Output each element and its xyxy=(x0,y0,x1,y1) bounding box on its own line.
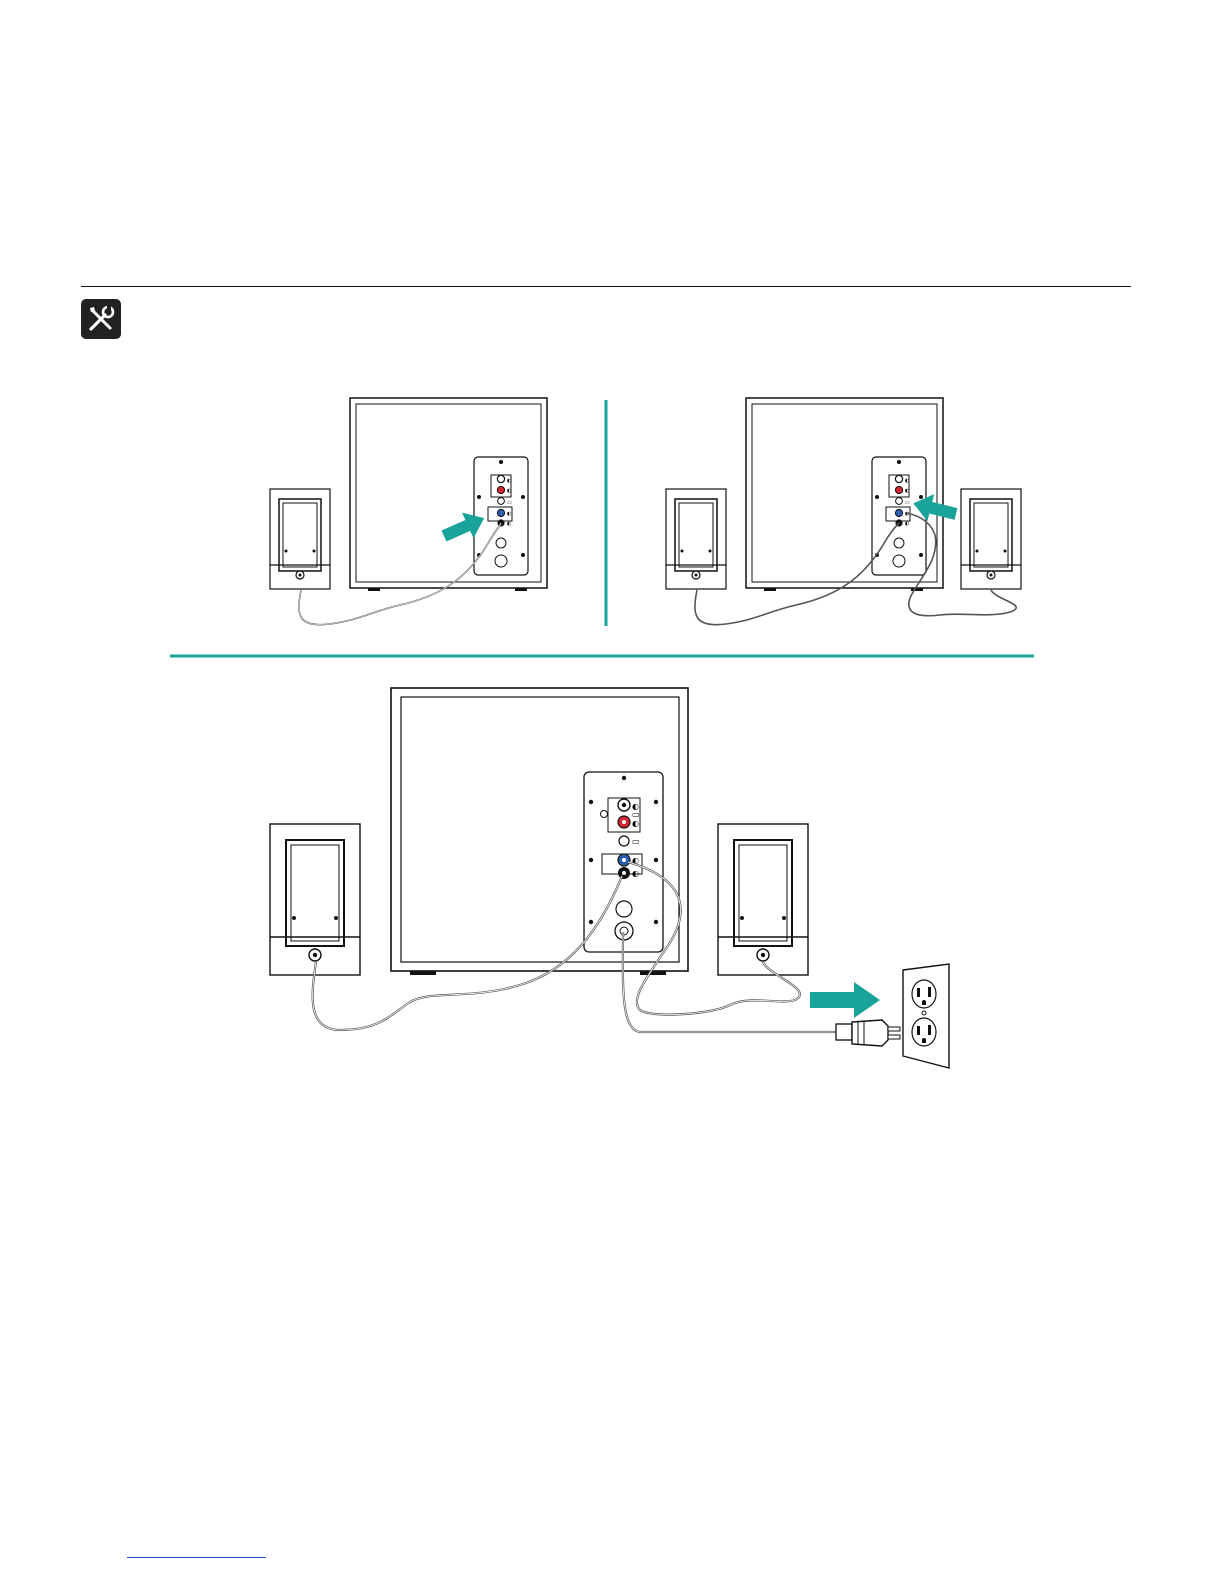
right-satellite xyxy=(961,489,1021,589)
left-satellite xyxy=(270,824,360,975)
teal-arrow-icon xyxy=(810,982,880,1018)
right-satellite xyxy=(718,824,808,975)
step-3-plug-into-outlet: ◐ ▭ ◐ ▭ ◐ ◐ xyxy=(270,688,949,1068)
svg-text:◐: ◐ xyxy=(632,819,639,828)
footer-link-underline[interactable] xyxy=(127,1557,266,1558)
left-satellite xyxy=(666,489,726,589)
power-plug-icon xyxy=(836,1020,900,1046)
step-1-connect-left-satellite xyxy=(270,398,547,625)
step-2-connect-right-satellite xyxy=(666,398,1021,625)
svg-text:▭: ▭ xyxy=(632,837,640,846)
svg-text:◐: ◐ xyxy=(632,869,639,878)
left-satellite xyxy=(270,489,330,589)
wall-outlet-icon xyxy=(903,964,949,1068)
svg-text:▭: ▭ xyxy=(632,810,640,819)
